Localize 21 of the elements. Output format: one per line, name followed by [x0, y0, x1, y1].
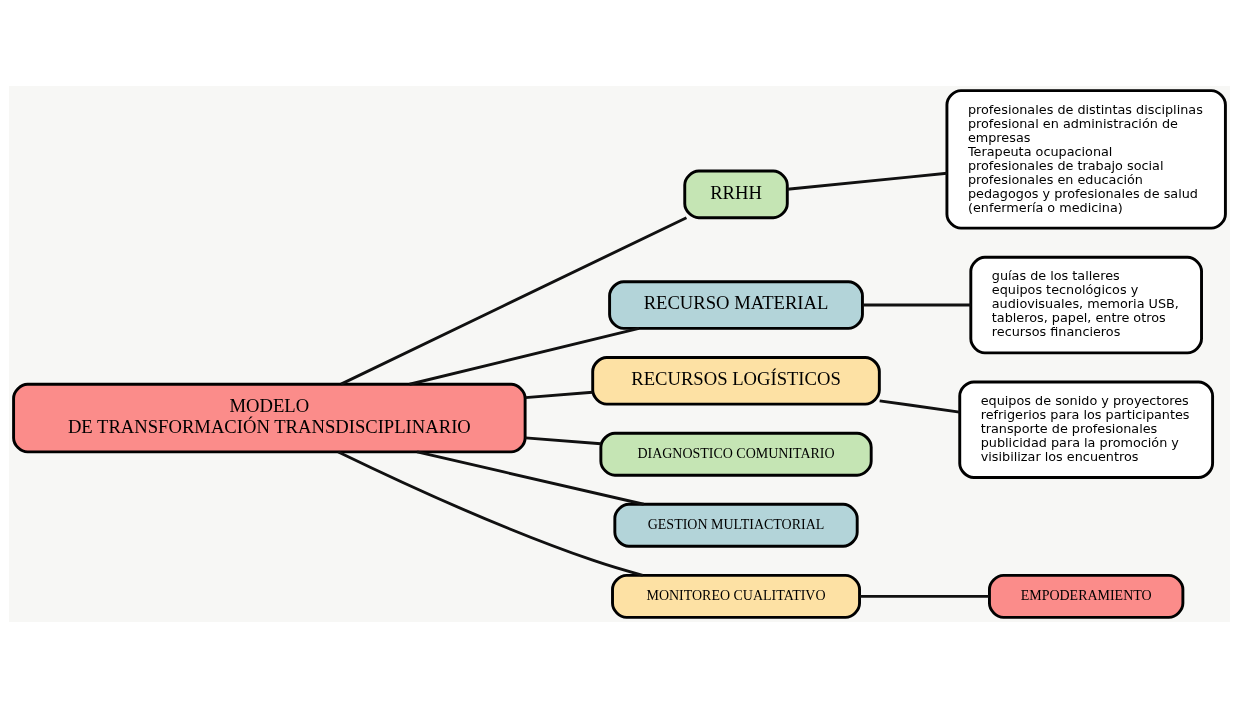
connector — [862, 303, 971, 307]
node-box: RECURSO MATERIAL — [608, 280, 864, 330]
connector — [416, 450, 645, 506]
node-box: MONITOREO CUALITATIVO — [611, 573, 861, 619]
node-box: EMPODERAMIENTO — [988, 573, 1185, 619]
connector — [879, 399, 960, 414]
connector — [859, 594, 990, 598]
connector — [337, 450, 644, 577]
node-box: GESTION MULTIACTORIAL — [613, 502, 859, 548]
node-box: DIAGNOSTICO COMUNITARIO — [599, 431, 873, 477]
node-box: guías de los talleres equipos tecnológicos y audiovisuales, memoria USB, tableros, papel, entre otros recursos financieros — [969, 255, 1203, 355]
connector — [525, 436, 601, 446]
connector — [787, 171, 948, 191]
node-box: RRHH — [683, 169, 789, 220]
node-box: equipos de sonido y proyectores refrigerios para los participantes transporte de profesionales publicidad para la promoción y visibilizar los encuentros — [958, 380, 1215, 479]
node-box: MODELO DE TRANSFORMACIÓN TRANSDISCIPLINARIO — [12, 382, 527, 454]
connector — [525, 390, 593, 400]
connector — [409, 327, 640, 386]
node-box: RECURSOS LOGÍSTICOS — [591, 356, 881, 406]
node-box: profesionales de distintas disciplinas profesional en administración de empresas Terapeuta ocupacional profesionales de trabajo social profesionales en educación pedagogos y profesionales de salud (enfermería o medicina) — [945, 89, 1227, 230]
connector — [340, 216, 688, 386]
